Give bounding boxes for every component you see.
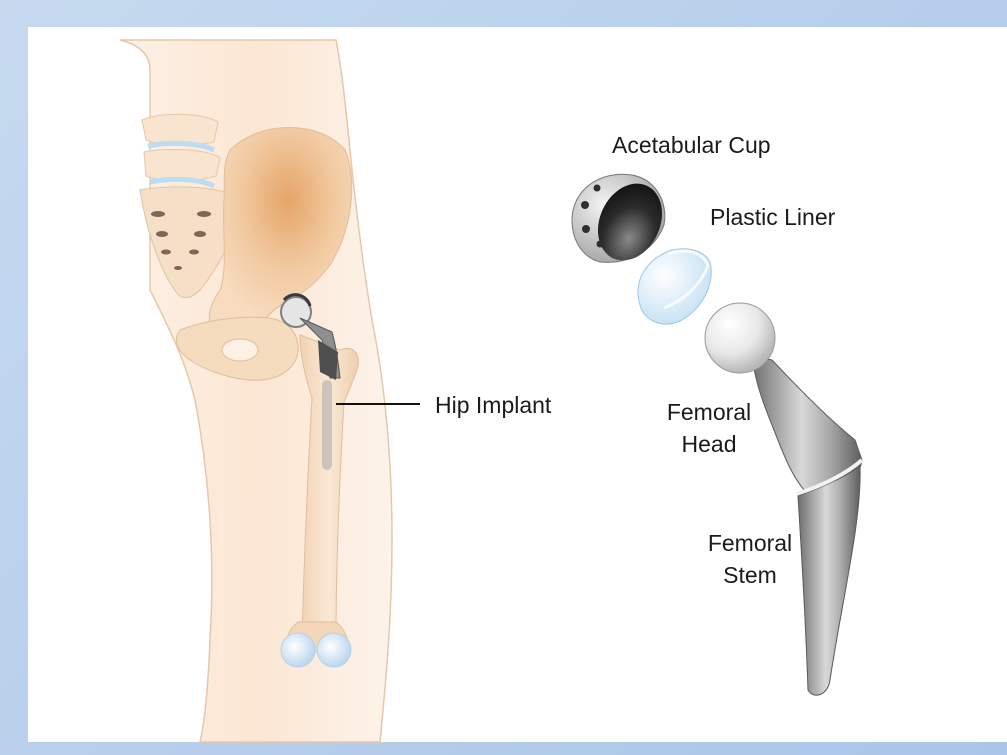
- femoral-stem-label-line1: Femoral: [700, 527, 800, 559]
- plastic-liner-label: Plastic Liner: [710, 201, 835, 233]
- hip-implant-label: Hip Implant: [435, 389, 551, 421]
- femoral-stem-label: Femoral Stem: [700, 527, 800, 591]
- plastic-liner: [638, 249, 711, 324]
- acetabular-cup-label: Acetabular Cup: [612, 129, 771, 161]
- femoral-head-label-line1: Femoral: [660, 396, 758, 428]
- femoral-head-label-line2: Head: [660, 428, 758, 460]
- femoral-stem-label-line2: Stem: [700, 559, 800, 591]
- femoral-head-label: Femoral Head: [660, 396, 758, 460]
- femoral-component: [705, 303, 862, 695]
